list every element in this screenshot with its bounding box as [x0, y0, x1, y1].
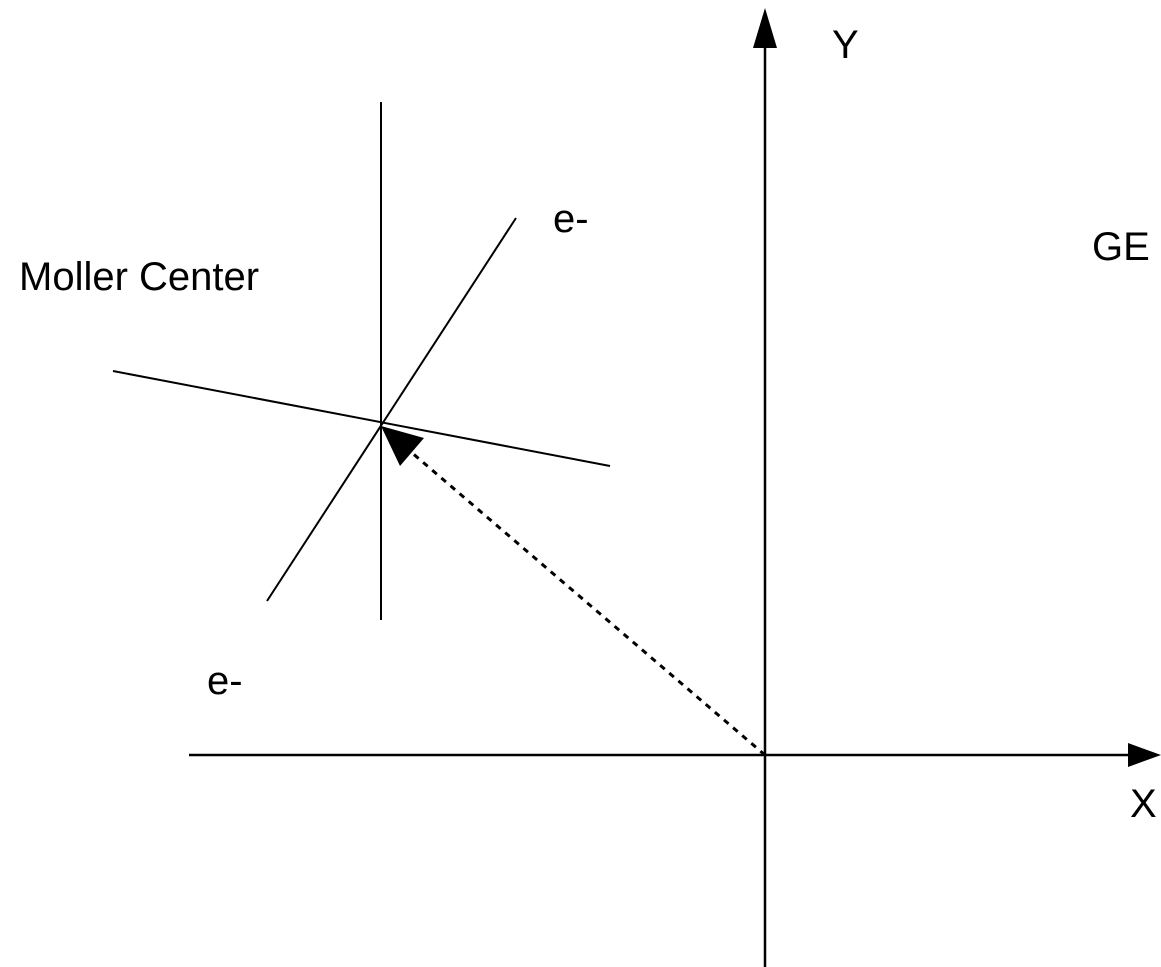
- electron-upper-label: e-: [553, 197, 589, 241]
- frame-label: GE: [1092, 225, 1150, 269]
- electron-lower-label: e-: [207, 659, 243, 703]
- moller-center-label: Moller Center: [19, 255, 259, 299]
- x-axis-label: X: [1130, 782, 1157, 826]
- y-axis-label: Y: [832, 23, 859, 67]
- position-vector-arrowhead: [381, 426, 424, 466]
- position-vector-dashed: [403, 444, 766, 757]
- x-axis-arrowhead: [1128, 743, 1161, 767]
- moller-tilted-line: [112, 370, 611, 467]
- y-axis-arrowhead: [753, 8, 777, 48]
- electron-trajectory-line: [266, 217, 517, 602]
